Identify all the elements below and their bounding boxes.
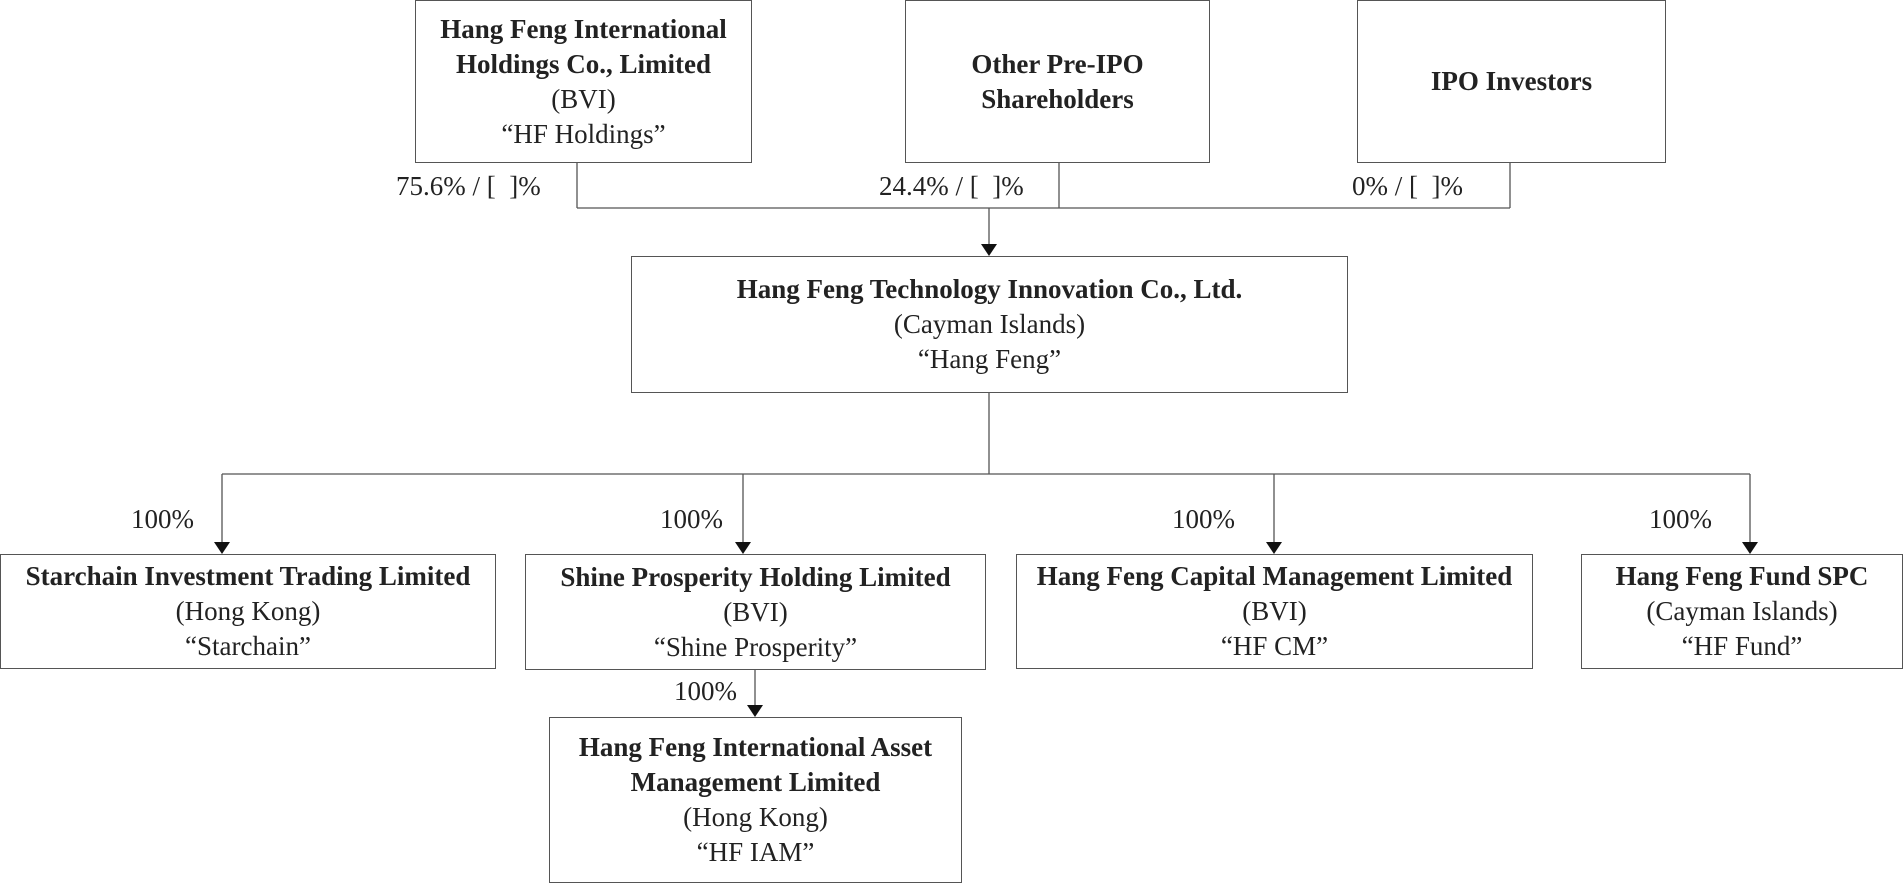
hfcm-name: Hang Feng Capital Management Limited	[1036, 561, 1513, 591]
shine-stake-label: 100%	[660, 504, 723, 534]
hfiam-name-line1: Hang Feng International Asset	[578, 732, 933, 762]
hfiam-alias: “HF IAM”	[696, 837, 815, 867]
pre-ipo-name-line1: Other Pre-IPO	[971, 48, 1144, 79]
hffund-jurisdiction: (Cayman Islands)	[1646, 596, 1838, 626]
shine-prosperity-box: Shine Prosperity Holding Limited (BVI) “…	[525, 554, 986, 670]
hf-holdings-alias: “HF Holdings”	[501, 118, 666, 149]
company-jurisdiction: (Cayman Islands)	[893, 309, 1086, 339]
hffund-name: Hang Feng Fund SPC	[1615, 561, 1869, 591]
shine-alias: “Shine Prosperity”	[653, 631, 858, 662]
ipo-investors-name: IPO Investors	[1430, 66, 1593, 96]
hfiam-stake-label: 100%	[674, 676, 737, 706]
hf-holdings-name-line2: Holdings Co., Limited	[455, 48, 712, 79]
hfiam-jurisdiction: (Hong Kong)	[683, 802, 828, 832]
starchain-jurisdiction: (Hong Kong)	[175, 596, 321, 626]
hf-fund-spc-box: Hang Feng Fund SPC (Cayman Islands) “HF …	[1581, 554, 1903, 669]
hf-international-asset-management-box: Hang Feng International Asset Management…	[549, 717, 962, 883]
hf-holdings-box: Hang Feng International Holdings Co., Li…	[415, 0, 752, 163]
hang-feng-company-box: Hang Feng Technology Innovation Co., Ltd…	[631, 256, 1348, 393]
hf-holdings-name-line1: Hang Feng International	[440, 13, 727, 44]
starchain-stake-label: 100%	[131, 504, 194, 534]
hf-holdings-stake-label: 75.6% / [ ]%	[396, 171, 541, 201]
shine-name: Shine Prosperity Holding Limited	[560, 561, 951, 592]
starchain-name: Starchain Investment Trading Limited	[25, 561, 471, 591]
hffund-stake-label: 100%	[1649, 504, 1712, 534]
hffund-alias: “HF Fund”	[1681, 631, 1803, 661]
pre-ipo-name-line2: Shareholders	[981, 83, 1134, 114]
company-name: Hang Feng Technology Innovation Co., Ltd…	[736, 274, 1243, 304]
ipo-investors-box: IPO Investors	[1357, 0, 1666, 163]
hfiam-name-line2: Management Limited	[630, 767, 881, 797]
starchain-alias: “Starchain”	[185, 631, 311, 661]
hf-capital-management-box: Hang Feng Capital Management Limited (BV…	[1016, 554, 1533, 669]
starchain-box: Starchain Investment Trading Limited (Ho…	[0, 554, 496, 669]
hfcm-alias: “HF CM”	[1220, 631, 1329, 661]
hfcm-jurisdiction: (BVI)	[1242, 596, 1307, 626]
pre-ipo-shareholders-box: Other Pre-IPO Shareholders	[905, 0, 1210, 163]
ipo-investors-stake-label: 0% / [ ]%	[1352, 171, 1463, 201]
company-alias: “Hang Feng”	[917, 344, 1062, 374]
pre-ipo-stake-label: 24.4% / [ ]%	[879, 171, 1024, 201]
hfcm-stake-label: 100%	[1172, 504, 1235, 534]
shine-jurisdiction: (BVI)	[723, 596, 788, 627]
hf-holdings-jurisdiction: (BVI)	[551, 83, 616, 114]
